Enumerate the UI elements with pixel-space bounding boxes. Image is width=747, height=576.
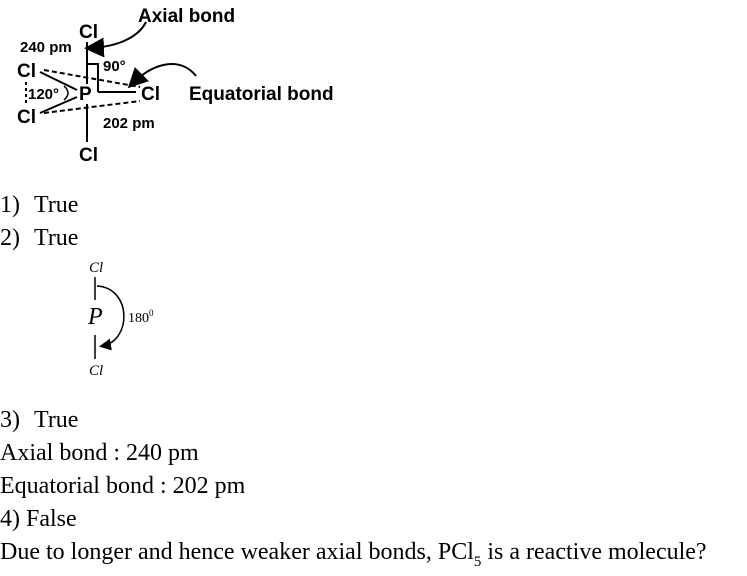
cl-top-label-2: Cl bbox=[89, 260, 103, 276]
angle-180-label: 1800 bbox=[128, 308, 154, 326]
angle-180-value: 180 bbox=[128, 311, 149, 326]
equatorial-arrow bbox=[127, 63, 197, 89]
answer-2-number: 2) bbox=[0, 225, 20, 251]
angle-180-arc bbox=[96, 285, 125, 351]
length-240-label: 240 pm bbox=[20, 39, 72, 56]
dashed-edge-upper bbox=[43, 69, 141, 88]
cl-bottom-label: Cl bbox=[79, 145, 98, 166]
axial-bond-label: Axial bond bbox=[138, 6, 235, 27]
cl-right-label: Cl bbox=[141, 84, 160, 105]
cl-left-lower-label: Cl bbox=[17, 107, 36, 128]
formula-main: PCl bbox=[437, 539, 474, 565]
axial-angle-diagram: Cl P Cl 1800 bbox=[87, 260, 154, 379]
angle-120-label: 120° bbox=[28, 86, 59, 103]
cl-bottom-label-2: Cl bbox=[89, 363, 103, 379]
p-atom-label: P bbox=[79, 84, 92, 105]
formula-subscript: 5 bbox=[473, 554, 482, 570]
answer-3: 3) True bbox=[0, 406, 78, 434]
cl-left-upper-label: Cl bbox=[17, 61, 36, 82]
angle-120-marker bbox=[63, 85, 69, 101]
answer-2: 2) True bbox=[0, 224, 78, 252]
length-202-label: 202 pm bbox=[103, 115, 155, 132]
bond-left-upper bbox=[39, 71, 78, 91]
bond-left-lower bbox=[39, 96, 78, 114]
answer-1-text: True bbox=[34, 192, 79, 218]
angle-180-degree: 0 bbox=[149, 308, 154, 318]
pcl5-structure-diagram: Cl Axial bond 240 pm 90° Cl 120° P Cl Eq… bbox=[17, 6, 334, 166]
cl-top-label: Cl bbox=[79, 22, 98, 43]
right-angle-marker bbox=[87, 63, 99, 92]
angle-90-label: 90° bbox=[103, 58, 126, 75]
answer-1-number: 1) bbox=[0, 192, 20, 218]
answer-2-text: True bbox=[34, 225, 79, 251]
conclusion-text-after: is a reactive molecule? bbox=[487, 539, 707, 565]
p-atom-label-2: P bbox=[87, 304, 103, 330]
conclusion-text-before: Due to longer and hence weaker axial bon… bbox=[0, 539, 432, 565]
answer-3-number: 3) bbox=[0, 407, 20, 433]
equatorial-bond-length: Equatorial bond : 202 pm bbox=[0, 473, 246, 499]
dashed-edge-lower bbox=[43, 100, 141, 114]
axial-bond-length: Axial bond : 240 pm bbox=[0, 440, 199, 466]
answer-4: 4) False bbox=[0, 506, 77, 532]
axial-arrow bbox=[84, 21, 147, 58]
conclusion: Due to longer and hence weaker axial bon… bbox=[0, 538, 707, 576]
equatorial-bond-label: Equatorial bond bbox=[189, 84, 334, 105]
answer-1: 1) True bbox=[0, 191, 78, 219]
answer-3-text: True bbox=[34, 407, 79, 433]
pcl5-formula: PCl5 bbox=[437, 539, 482, 570]
